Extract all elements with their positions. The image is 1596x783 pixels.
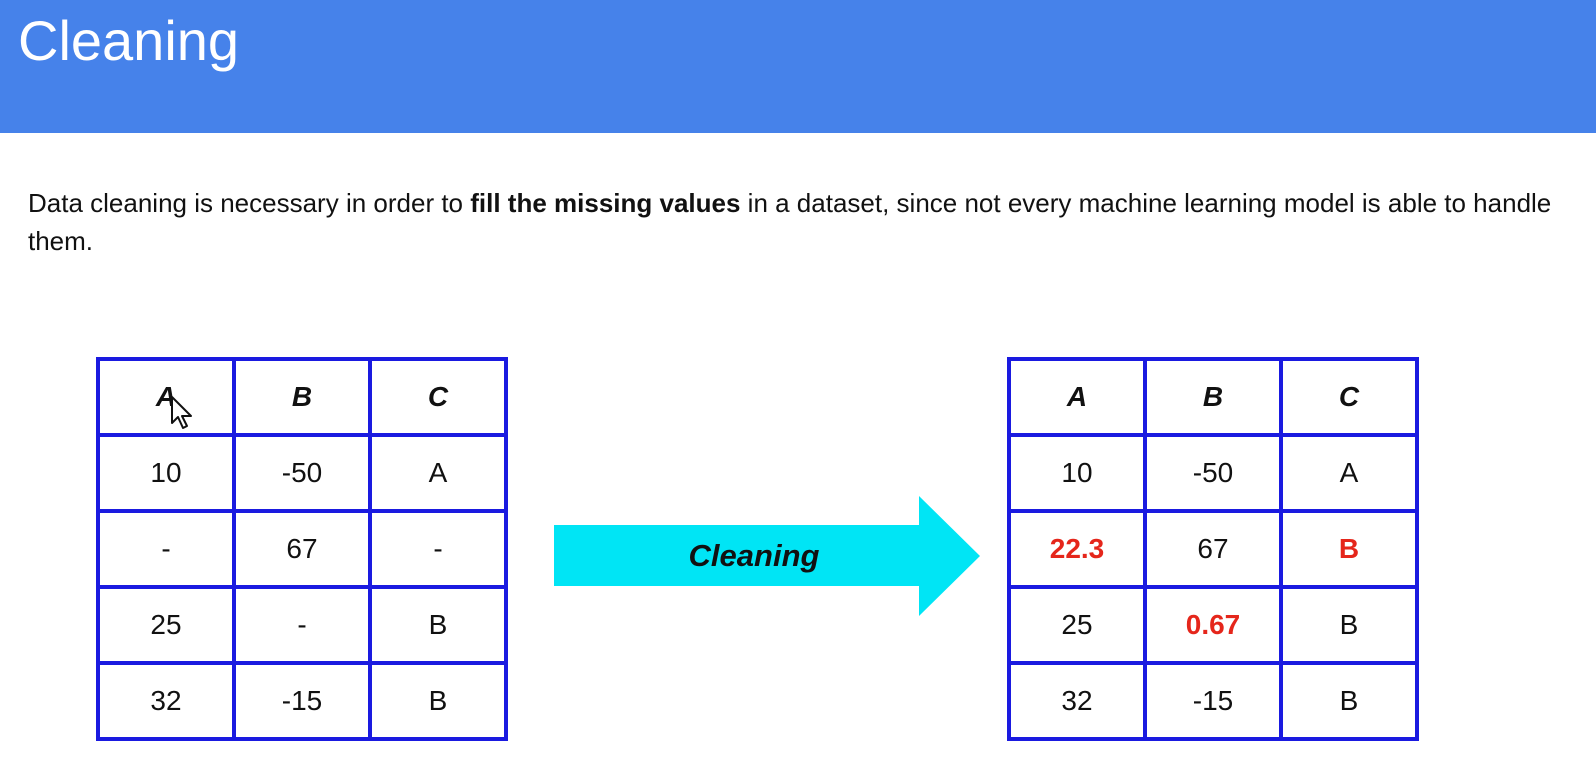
- table-row: 32 -15 B: [1007, 661, 1419, 741]
- table-row: 10 -50 A: [1007, 433, 1419, 513]
- header-cell: C: [1279, 357, 1419, 437]
- table-cell: -15: [232, 661, 372, 741]
- table-cell: 32: [96, 661, 236, 741]
- table-cell: A: [1279, 433, 1419, 513]
- description-emphasis: fill the missing values: [470, 188, 741, 218]
- table-row: 25 - B: [96, 585, 508, 665]
- table-cell: 67: [232, 509, 372, 589]
- slide-description: Data cleaning is necessary in order to f…: [28, 184, 1588, 260]
- table-header-row: A B C: [96, 357, 508, 437]
- table-before-cleaning: A B C 10 -50 A - 67 - 25 - B 32 -15 B: [96, 357, 508, 741]
- arrow-label: Cleaning: [688, 538, 820, 573]
- table-cell: B: [1279, 661, 1419, 741]
- slide-title: Cleaning: [18, 9, 240, 72]
- header-cell: B: [1143, 357, 1283, 437]
- header-cell: B: [232, 357, 372, 437]
- header-cell: A: [96, 357, 236, 437]
- table-cell: 10: [1007, 433, 1147, 513]
- table-cell: -: [368, 509, 508, 589]
- table-cell: 25: [96, 585, 236, 665]
- table-cell: B: [368, 661, 508, 741]
- filled-value-cell: 0.67: [1143, 585, 1283, 665]
- filled-value-cell: 22.3: [1007, 509, 1147, 589]
- arrow-right-icon: [554, 496, 980, 616]
- table-cell: 25: [1007, 585, 1147, 665]
- table-cell: B: [368, 585, 508, 665]
- table-row: 32 -15 B: [96, 661, 508, 741]
- table-row: 25 0.67 B: [1007, 585, 1419, 665]
- mouse-pointer-icon: [170, 395, 196, 431]
- header-cell: A: [1007, 357, 1147, 437]
- table-cell: 67: [1143, 509, 1283, 589]
- table-cell: -15: [1143, 661, 1283, 741]
- table-cell: -50: [1143, 433, 1283, 513]
- table-cell: A: [368, 433, 508, 513]
- table-cell: 32: [1007, 661, 1147, 741]
- header-cell: C: [368, 357, 508, 437]
- table-row: 22.3 67 B: [1007, 509, 1419, 589]
- table-header-row: A B C: [1007, 357, 1419, 437]
- table-row: 10 -50 A: [96, 433, 508, 513]
- cleaning-arrow: Cleaning: [554, 496, 982, 616]
- description-text-2: in a dataset, since not every machine le…: [28, 188, 1552, 256]
- table-cell: 10: [96, 433, 236, 513]
- table-after-cleaning: A B C 10 -50 A 22.3 67 B 25 0.67 B 32 -1…: [1007, 357, 1419, 741]
- table-cell: -: [96, 509, 236, 589]
- table-cell: -: [232, 585, 372, 665]
- table-cell: -50: [232, 433, 372, 513]
- description-text-1: Data cleaning is necessary in order to: [28, 188, 471, 218]
- table-cell: B: [1279, 585, 1419, 665]
- filled-value-cell: B: [1279, 509, 1419, 589]
- slide-header: Cleaning: [0, 0, 1596, 133]
- table-row: - 67 -: [96, 509, 508, 589]
